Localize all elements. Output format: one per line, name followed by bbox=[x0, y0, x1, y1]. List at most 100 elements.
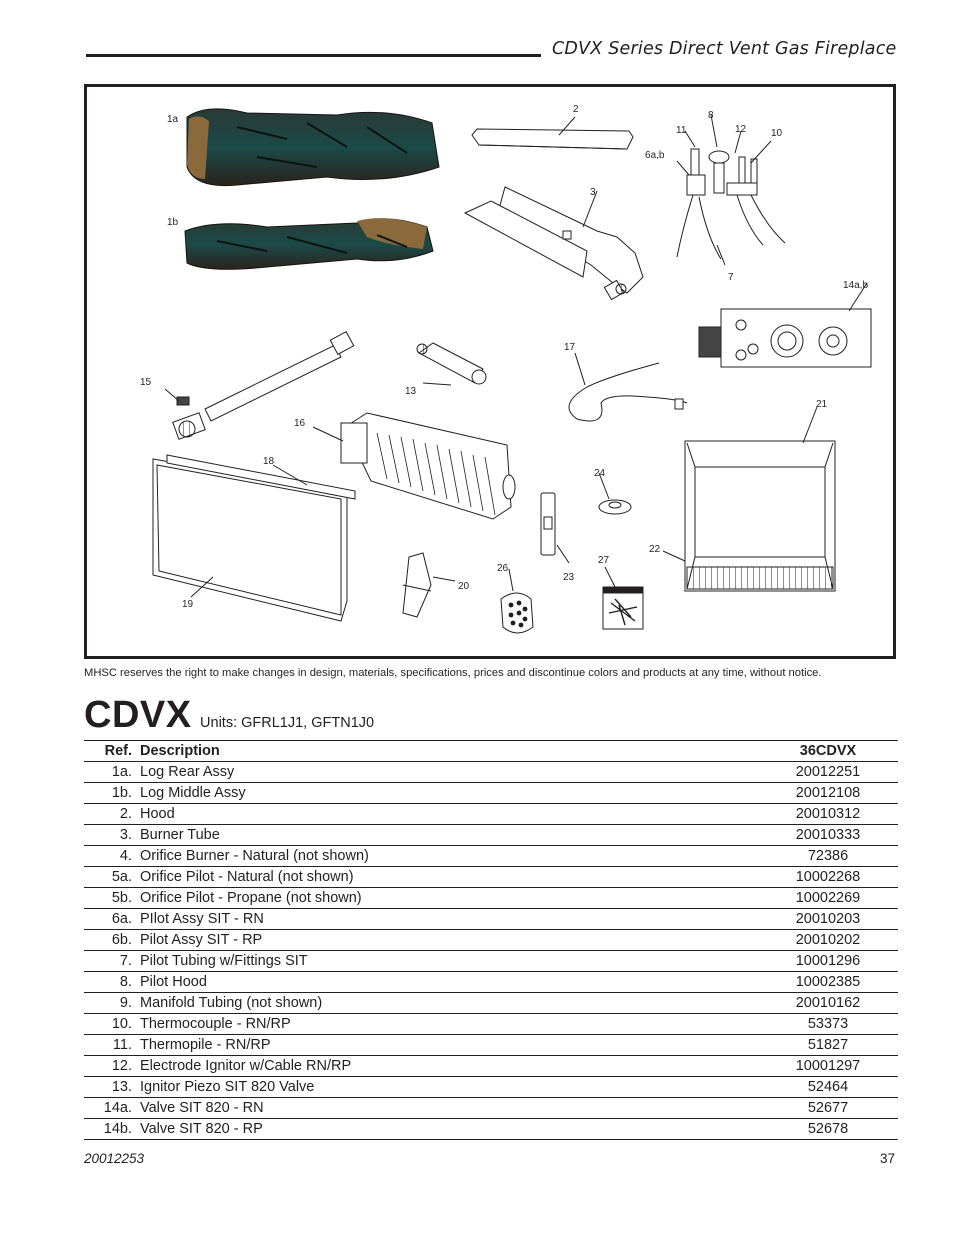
log-rear-illustration bbox=[186, 108, 440, 187]
col-description-header: Description bbox=[132, 740, 758, 762]
switch-illustration bbox=[540, 492, 556, 556]
blower-fan-illustration bbox=[340, 412, 516, 520]
callout-leaders bbox=[164, 114, 868, 598]
row-ref: 1a. bbox=[84, 761, 132, 783]
row-ref: 2. bbox=[84, 803, 132, 825]
door-latch-illustration bbox=[402, 552, 432, 618]
callout-2: 2 bbox=[573, 104, 579, 115]
callout-7: 7 bbox=[728, 272, 734, 283]
row-part-number: 20012108 bbox=[758, 782, 898, 804]
page-number: 37 bbox=[880, 1151, 896, 1166]
row-description: Log Rear Assy bbox=[132, 761, 758, 783]
row-part-number: 10002385 bbox=[758, 971, 898, 993]
row-part-number: 20010202 bbox=[758, 929, 898, 951]
row-ref: 6a. bbox=[84, 908, 132, 930]
row-description: Thermocouple - RN/RP bbox=[132, 1013, 758, 1035]
table-row: 5b.Orifice Pilot - Propane (not shown)10… bbox=[84, 887, 898, 909]
model-heading: CDVX Units: GFRL1J1, GFTN1J0 bbox=[84, 694, 374, 737]
row-part-number: 20010333 bbox=[758, 824, 898, 846]
row-ref: 1b. bbox=[84, 782, 132, 804]
callout-1a: 1a bbox=[167, 114, 179, 125]
parts-illustration: 1a 1b 2 3 6a,b 7 8 10 11 12 13 14a,b 15 … bbox=[140, 104, 872, 634]
table-row: 9.Manifold Tubing (not shown)20010162 bbox=[84, 992, 898, 1014]
callout-12: 12 bbox=[735, 124, 747, 135]
callout-6ab: 6a,b bbox=[645, 150, 665, 161]
pilot-assembly-illustration bbox=[676, 148, 786, 260]
row-ref: 7. bbox=[84, 950, 132, 972]
callout-15: 15 bbox=[140, 377, 152, 388]
row-ref: 9. bbox=[84, 992, 132, 1014]
log-middle-illustration bbox=[184, 218, 434, 270]
table-row: 5a.Orifice Pilot - Natural (not shown)10… bbox=[84, 866, 898, 888]
row-ref: 4. bbox=[84, 845, 132, 867]
row-ref: 11. bbox=[84, 1034, 132, 1056]
row-part-number: 52464 bbox=[758, 1076, 898, 1098]
callout-16: 16 bbox=[294, 418, 306, 429]
row-ref: 12. bbox=[84, 1055, 132, 1077]
row-part-number: 20010162 bbox=[758, 992, 898, 1014]
callout-22: 22 bbox=[649, 544, 661, 555]
row-description: Log Middle Assy bbox=[132, 782, 758, 804]
row-ref: 3. bbox=[84, 824, 132, 846]
callout-17: 17 bbox=[564, 342, 576, 353]
row-ref: 5b. bbox=[84, 887, 132, 909]
row-ref: 5a. bbox=[84, 866, 132, 888]
row-part-number: 53373 bbox=[758, 1013, 898, 1035]
row-description: Orifice Burner - Natural (not shown) bbox=[132, 845, 758, 867]
callout-20: 20 bbox=[458, 581, 470, 592]
col-model-header: 36CDVX bbox=[758, 740, 898, 762]
row-ref: 6b. bbox=[84, 929, 132, 951]
row-part-number: 10002268 bbox=[758, 866, 898, 888]
firebox-illustration bbox=[684, 440, 836, 592]
row-description: Orifice Pilot - Propane (not shown) bbox=[132, 887, 758, 909]
row-description: Electrode Ignitor w/Cable RN/RP bbox=[132, 1055, 758, 1077]
piezo-ignitor-illustration bbox=[416, 342, 487, 385]
parts-table: Ref. Description 36CDVX 1a.Log Rear Assy… bbox=[84, 740, 898, 1140]
gasket-ring-illustration bbox=[598, 499, 632, 515]
row-part-number: 72386 bbox=[758, 845, 898, 867]
row-part-number: 51827 bbox=[758, 1034, 898, 1056]
row-ref: 8. bbox=[84, 971, 132, 993]
callout-labels: 1a 1b 2 3 6a,b 7 8 10 11 12 13 14a,b 15 … bbox=[140, 104, 868, 610]
table-header-row: Ref. Description 36CDVX bbox=[84, 740, 898, 762]
row-part-number: 10002269 bbox=[758, 887, 898, 909]
gas-valve-illustration bbox=[698, 308, 872, 368]
burner-tube-illustration bbox=[463, 186, 644, 301]
callout-24: 24 bbox=[594, 468, 606, 479]
row-description: Valve SIT 820 - RP bbox=[132, 1118, 758, 1140]
hood-illustration bbox=[471, 128, 634, 150]
callout-18: 18 bbox=[263, 456, 275, 467]
callout-27: 27 bbox=[598, 555, 610, 566]
row-ref: 14b. bbox=[84, 1118, 132, 1140]
row-part-number: 20010203 bbox=[758, 908, 898, 930]
row-part-number: 52678 bbox=[758, 1118, 898, 1140]
row-description: Hood bbox=[132, 803, 758, 825]
callout-8: 8 bbox=[708, 110, 714, 121]
row-description: Valve SIT 820 - RN bbox=[132, 1097, 758, 1119]
row-description: Pilot Tubing w/Fittings SIT bbox=[132, 950, 758, 972]
parts-diagram: 1a 1b 2 3 6a,b 7 8 10 11 12 13 14a,b 15 … bbox=[84, 84, 896, 659]
row-part-number: 20010312 bbox=[758, 803, 898, 825]
callout-11: 11 bbox=[676, 125, 687, 136]
power-cord-illustration bbox=[568, 362, 688, 422]
row-description: Pilot Assy SIT - RP bbox=[132, 929, 758, 951]
model-name: CDVX bbox=[84, 694, 192, 736]
callout-19: 19 bbox=[182, 599, 194, 610]
row-description: Ignitor Piezo SIT 820 Valve bbox=[132, 1076, 758, 1098]
rock-wool-bag-illustration bbox=[602, 586, 644, 630]
row-description: Manifold Tubing (not shown) bbox=[132, 992, 758, 1014]
row-part-number: 10001296 bbox=[758, 950, 898, 972]
glass-door-frame-illustration bbox=[152, 454, 356, 622]
row-description: Pilot Hood bbox=[132, 971, 758, 993]
